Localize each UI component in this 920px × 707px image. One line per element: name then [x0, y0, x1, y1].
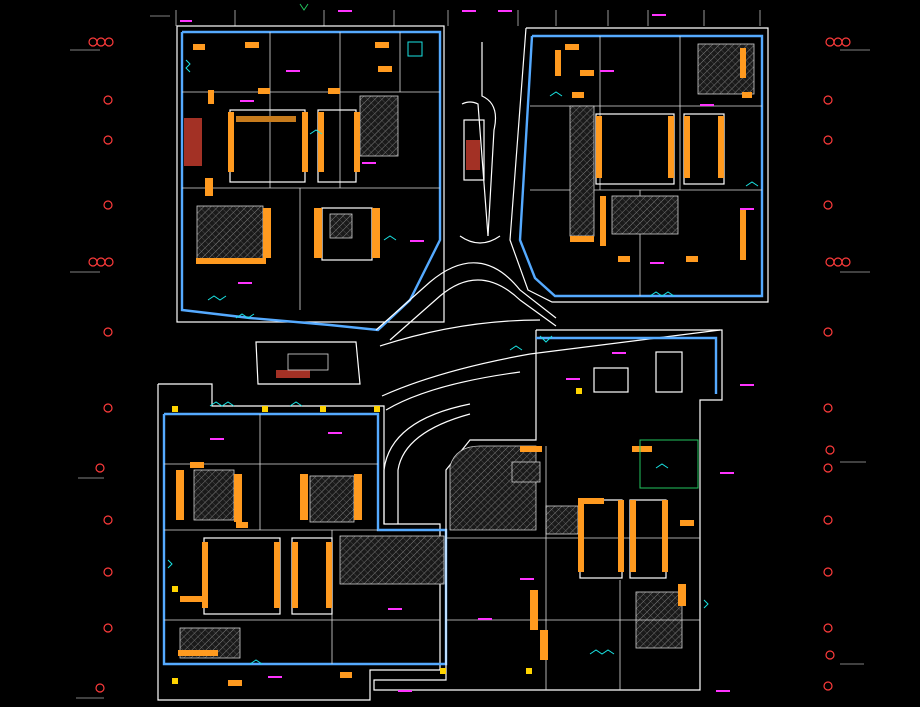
left-axis-bubbles	[70, 37, 114, 699]
south-west-block	[157, 383, 448, 701]
north-west-block	[176, 25, 445, 332]
south-east-block	[373, 329, 723, 691]
annotation-tags	[210, 70, 754, 692]
axis-bubble-group	[70, 37, 114, 51]
north-east-block	[509, 27, 769, 303]
central-roads	[255, 42, 721, 524]
right-axis-bubbles	[823, 37, 870, 691]
top-axis-marks	[150, 3, 761, 26]
